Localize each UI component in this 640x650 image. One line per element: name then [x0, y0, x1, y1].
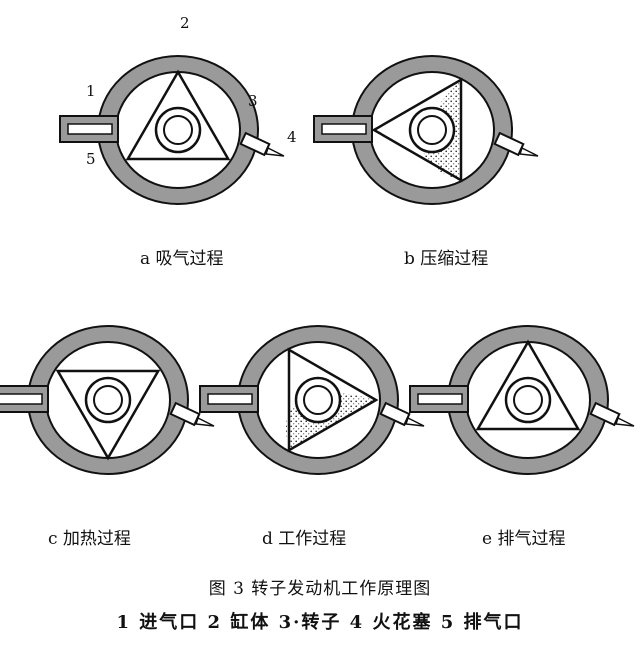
shaft	[513, 385, 543, 415]
shaft	[93, 385, 123, 415]
caption-a: a 吸气过程	[140, 249, 224, 269]
caption-e: e 排气过程	[482, 529, 566, 549]
engine-diagram-power	[199, 325, 425, 475]
callout-5-label: 5	[86, 150, 96, 168]
figure-legend: 1 进气口 2 缸体 3·转子 4 火花塞 5 排气口	[116, 612, 524, 633]
port-opening	[417, 393, 463, 405]
rotor	[55, 369, 161, 461]
spark-plug-tip	[194, 416, 215, 427]
callout-1-label: 1	[86, 82, 96, 100]
caption-b: b 压缩过程	[404, 249, 489, 269]
engine-diagram-compression	[313, 55, 539, 205]
caption-c: c 加热过程	[48, 529, 131, 549]
rotor	[125, 69, 231, 161]
caption-d: d 工作过程	[262, 529, 347, 549]
shaft	[163, 115, 193, 145]
engine-diagram-intake	[59, 55, 285, 205]
rotor	[371, 77, 463, 183]
engine-diagram-exhaust	[409, 325, 635, 475]
spark-plug-tip	[518, 146, 539, 157]
spark-plug-tip	[404, 416, 425, 427]
spark-plug-tip	[614, 416, 635, 427]
rotor	[475, 339, 581, 431]
figure-title: 图 3 转子发动机工作原理图	[208, 579, 432, 599]
port-opening	[0, 393, 43, 405]
spark-plug-tip	[264, 146, 285, 157]
port-opening	[207, 393, 253, 405]
callout-4-label: 4	[287, 128, 297, 146]
shaft	[417, 115, 447, 145]
callout-2-label: 2	[180, 14, 190, 32]
port-opening	[67, 123, 113, 135]
rotor	[287, 347, 379, 453]
shaft	[303, 385, 333, 415]
port-opening	[321, 123, 367, 135]
engine-diagram-combustion	[0, 325, 215, 475]
callout-3-label: 3	[248, 92, 258, 110]
